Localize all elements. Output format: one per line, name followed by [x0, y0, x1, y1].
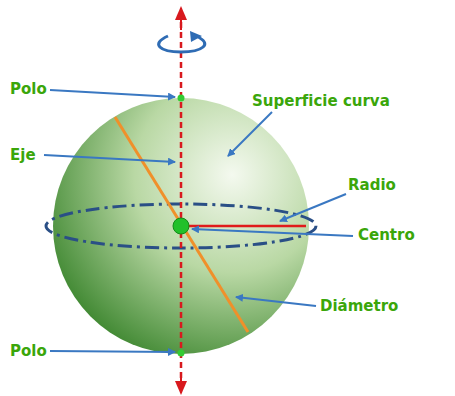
- axis-arrow: [180, 372, 182, 393]
- axis-line: [180, 22, 183, 382]
- rotation-arrowhead: [190, 31, 202, 42]
- diameter-line: [115, 117, 248, 332]
- part-label: Radio: [348, 176, 396, 194]
- leader-line: [50, 351, 175, 352]
- part-label: Eje: [10, 146, 36, 164]
- leader-line: [192, 229, 353, 236]
- part-label: Diámetro: [320, 297, 398, 315]
- pole-dot: [178, 350, 185, 357]
- part-label: Superficie curva: [252, 92, 390, 110]
- part-label: Polo: [10, 342, 47, 360]
- axis-arrow: [180, 8, 182, 30]
- pole-dot: [178, 95, 185, 102]
- leader-line: [44, 155, 175, 162]
- part-label: Centro: [358, 226, 415, 244]
- radius-line: [181, 225, 306, 228]
- leader-line: [228, 112, 272, 156]
- rotation-arrow: [159, 36, 205, 52]
- leader-line: [236, 297, 316, 306]
- equator: [46, 204, 316, 248]
- part-label: Polo: [10, 80, 47, 98]
- center-dot: [173, 218, 189, 234]
- leader-line: [50, 90, 175, 97]
- leader-line: [280, 194, 346, 221]
